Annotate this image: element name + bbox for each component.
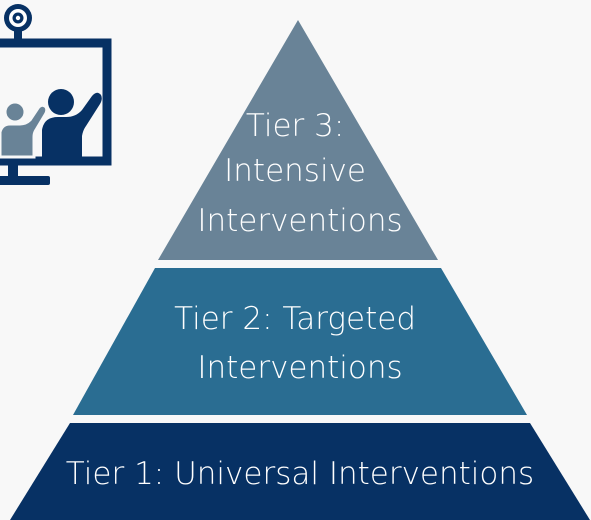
tier-3-label: Tier 3: Intensive Interventions — [197, 108, 402, 239]
tier-2-label: Tier 2: Targeted Interventions — [174, 301, 426, 386]
tier-3-label-line-2: Intensive — [224, 153, 366, 189]
tier-2-label-line-2: Interventions — [197, 350, 402, 386]
webcam-icon — [4, 4, 32, 40]
tier-1-label-line-1: Tier 1: Universal Interventions — [66, 456, 534, 492]
pyramid: Tier 3: Intensive Interventions Tier 2: … — [10, 20, 590, 520]
tier-3-label-line-1: Tier 3: — [246, 108, 344, 144]
tier-1-label: Tier 1: Universal Interventions — [66, 456, 534, 492]
tier-3-label-line-3: Interventions — [197, 203, 402, 239]
tier-1-shape — [10, 423, 590, 520]
tier-2-shape — [73, 268, 527, 415]
child-figure-icon — [0, 100, 49, 159]
tier-2-label-line-1: Tier 2: Targeted — [174, 301, 416, 337]
tier-3-shape — [158, 20, 438, 260]
parent-figure-icon — [42, 89, 102, 157]
video-conference-icon — [0, 4, 112, 185]
